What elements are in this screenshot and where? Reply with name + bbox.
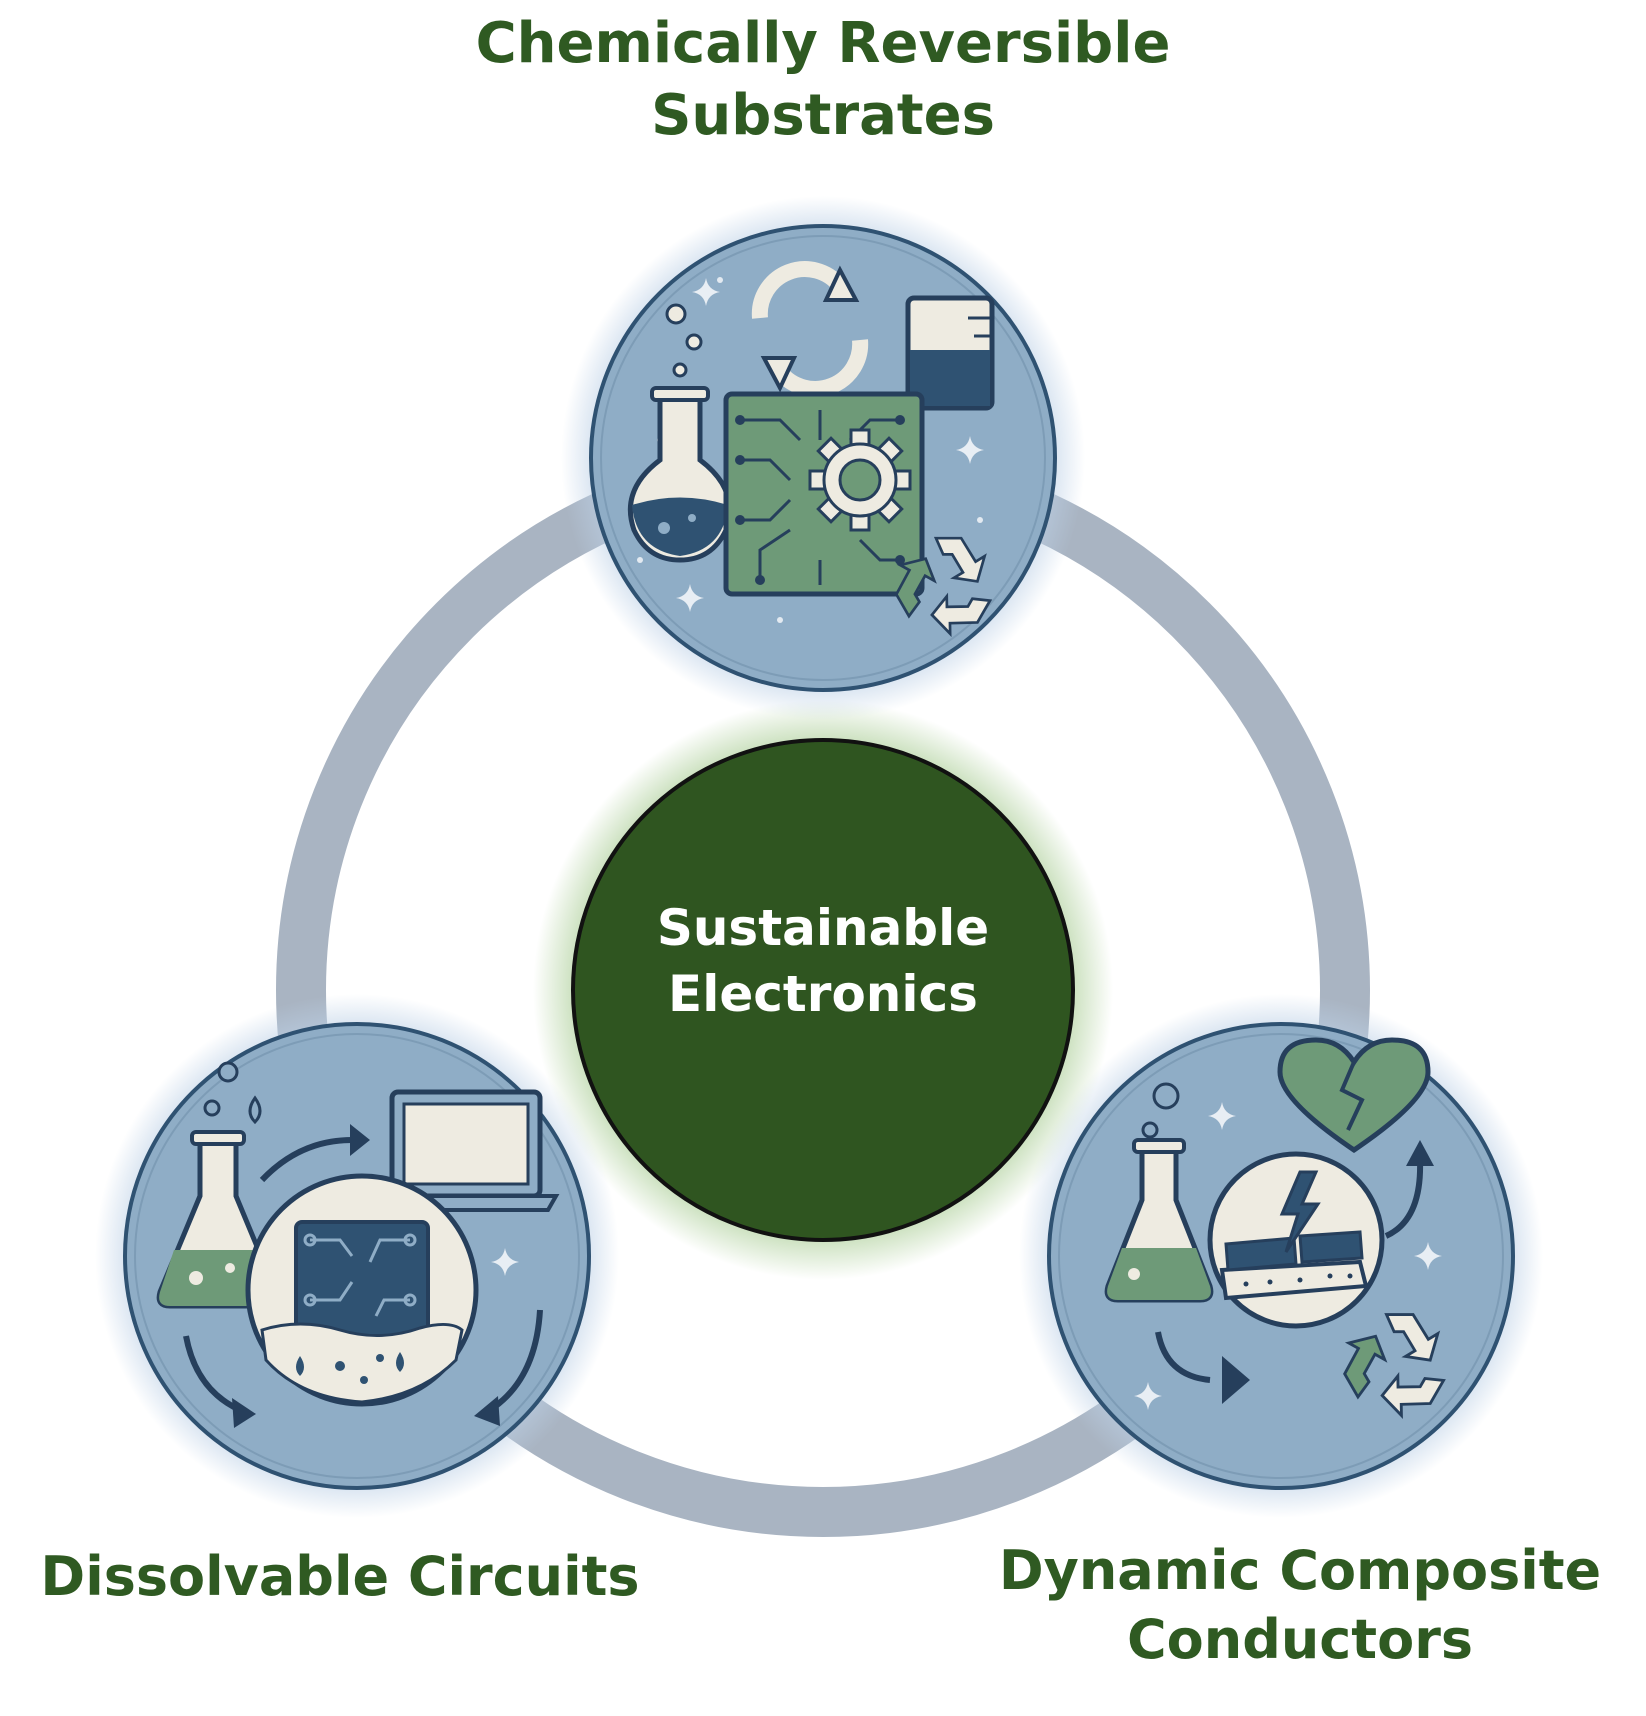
node-right-title-line1: Dynamic Composite [998,1539,1602,1602]
center-title: Sustainable Electronics [573,895,1073,1027]
bubbles-icon [665,303,703,378]
beaker-icon [905,295,995,411]
center-title-line2: Electronics [668,965,978,1023]
node-top-title: Chemically Reversible Substrates [423,8,1223,151]
broken-heart-icon [1277,1037,1431,1154]
flask-icon [627,386,733,563]
node-right-illustration [1019,994,1543,1518]
laptop-icon [372,1089,560,1212]
curved-arrow-icon [183,1137,543,1413]
center-disc [571,738,1075,1242]
lightning-icon [1279,1170,1321,1253]
node-right-title-line2: Conductors [1127,1608,1473,1672]
flask-icon [1104,1138,1214,1303]
node-left-illustration [95,994,619,1518]
droplet-icon [248,1095,262,1125]
recycle-arrows-icon [751,261,869,397]
node-top-title-line2: Substrates [651,82,995,148]
gear-icon [808,428,912,532]
composite-layers-icon [1207,1151,1385,1329]
dissolving-chip-icon [245,1173,479,1407]
center-title-line1: Sustainable [656,899,990,957]
arrow-icon [1155,1331,1211,1383]
node-top-title-line1: Chemically Reversible [475,11,1171,76]
node-left-title-line1: Dissolvable Circuits [40,1545,640,1608]
node-left-title: Dissolvable Circuits [10,1542,670,1611]
node-top-illustration [561,196,1085,720]
node-right-title: Dynamic Composite Conductors [960,1536,1640,1674]
